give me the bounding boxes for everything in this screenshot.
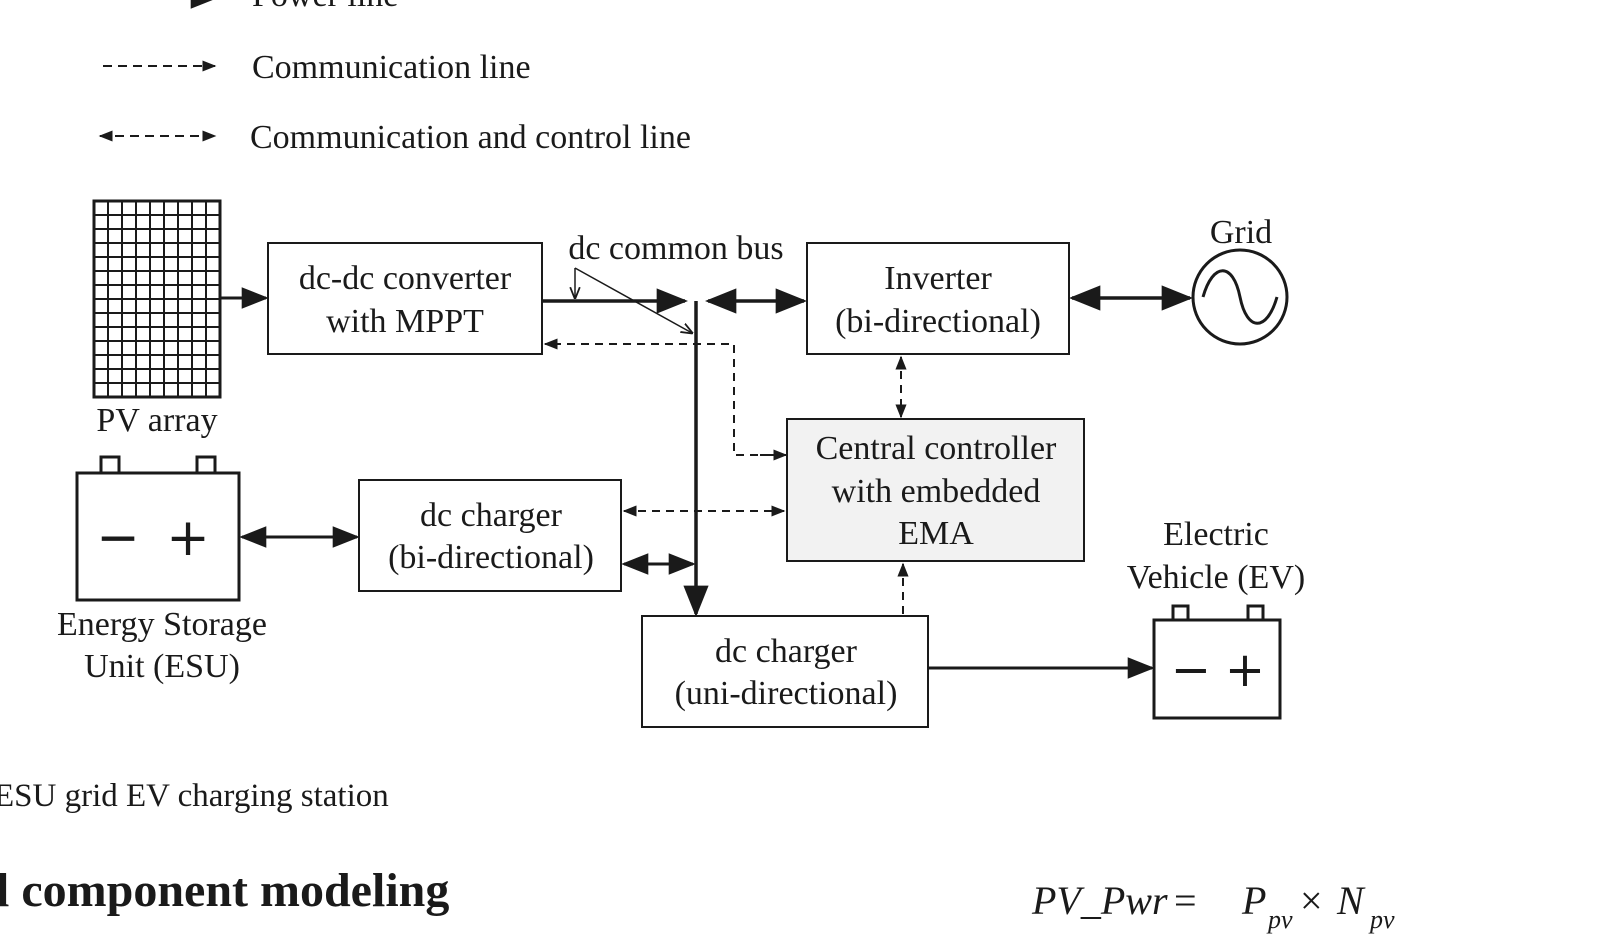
equation-p: P [1241, 878, 1266, 923]
dc-charger-bi-label-line2: (bi-directional) [388, 539, 594, 576]
grid-label: Grid [1210, 214, 1272, 251]
equation-p-subscript: pv [1266, 905, 1293, 934]
equation: PV_Pwr = P pv × N pv [1031, 878, 1395, 934]
ev-label-line1: Electric [1163, 516, 1269, 553]
section-heading: l component modeling [0, 864, 449, 917]
dcdc-converter-label-line1: dc-dc converter [299, 260, 512, 297]
legend-power-line-label: Power line [252, 0, 398, 14]
legend: Power line Communication line Communicat… [98, 0, 691, 156]
ev-label-line2: Vehicle (EV) [1127, 559, 1305, 596]
esu-label-line2: Unit (ESU) [84, 648, 240, 685]
figure-caption: ESU grid EV charging station [0, 778, 389, 814]
dc-charger-bidirectional-block: dc charger (bi-directional) [358, 479, 622, 592]
grid-ac-source-icon [1191, 248, 1289, 346]
legend-comm-control-line-label: Communication and control line [250, 119, 691, 156]
esu-battery-icon: − + [75, 455, 241, 602]
pv-array-label: PV array [96, 402, 217, 439]
esu-battery-minus: − [96, 508, 140, 568]
esu-label-line1: Energy Storage [57, 606, 267, 643]
equation-times: × [1300, 878, 1323, 923]
central-controller-label-line1: Central controller [816, 430, 1057, 467]
inverter-label-line2: (bi-directional) [835, 303, 1041, 340]
equation-equals: = [1174, 878, 1197, 923]
dcdc-converter-label-line2: with MPPT [326, 303, 484, 340]
inverter-label-line1: Inverter [884, 260, 992, 297]
inverter-block: Inverter (bi-directional) [806, 242, 1070, 355]
ev-battery-plus: + [1225, 642, 1265, 698]
control-line-central-to-dcdc [543, 338, 786, 456]
legend-communication-line-label: Communication line [252, 49, 531, 86]
ev-battery-minus: − [1171, 642, 1211, 698]
equation-n-subscript: pv [1368, 905, 1395, 934]
central-controller-label-line2: with embedded [832, 473, 1041, 510]
equation-lhs: PV_Pwr [1031, 878, 1168, 923]
dc-charger-bi-label-line1: dc charger [420, 497, 563, 534]
esu-battery-plus: + [166, 508, 210, 568]
central-controller-label-line3: EMA [898, 515, 974, 552]
dcdc-converter-block: dc-dc converter with MPPT [267, 242, 543, 355]
pv-array-icon [92, 199, 222, 399]
central-controller-block: Central controller with embedded EMA [786, 418, 1085, 562]
dc-charger-uni-label-line2: (uni-directional) [675, 675, 898, 712]
dc-charger-uni-label-line1: dc charger [715, 633, 858, 670]
ev-battery-icon: − + [1152, 604, 1282, 720]
dc-charger-unidirectional-block: dc charger (uni-directional) [641, 615, 929, 728]
equation-n: N [1336, 878, 1366, 923]
dc-common-bus-label: dc common bus [568, 230, 783, 267]
